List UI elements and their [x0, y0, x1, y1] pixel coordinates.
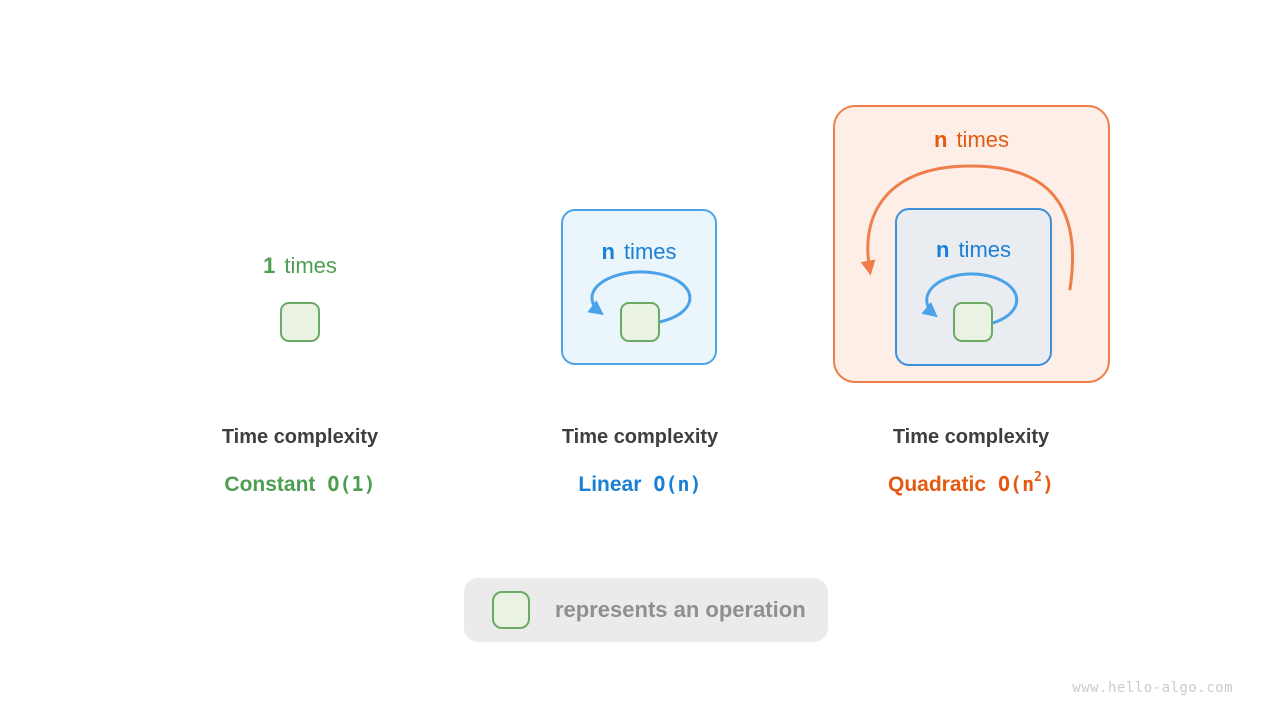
caption-quadratic-bigo: O(n2) [998, 470, 1055, 496]
legend-operation-box-icon [492, 591, 530, 629]
quadratic-outer-loop-count: n [933, 127, 948, 152]
operation-box-constant [280, 302, 320, 342]
caption-quadratic-bigo-exponent: 2 [1034, 470, 1042, 486]
caption-linear-title: Time complexity [561, 426, 719, 448]
constant-loop-word: times [284, 253, 337, 278]
caption-quadratic-bigo-close: ) [1041, 472, 1055, 496]
constant-loop-label: 1 times [150, 253, 450, 279]
caption-quadratic: Time complexity Quadratic O(n2) [811, 426, 1131, 497]
caption-quadratic-bigo-base: O(n [998, 472, 1035, 496]
caption-linear: Time complexity Linear O(n) [480, 426, 800, 497]
caption-linear-name: Linear [578, 473, 642, 496]
caption-constant-name: Constant [224, 473, 316, 496]
caption-quadratic-name: Quadratic [887, 473, 987, 496]
quadratic-inner-loop-count: n [935, 237, 950, 262]
linear-loop-word: times [623, 239, 677, 264]
linear-loop-count: n [601, 239, 615, 264]
quadratic-inner-loop-word: times [958, 237, 1011, 262]
caption-quadratic-title: Time complexity [892, 426, 1050, 448]
operation-box-linear [620, 302, 660, 342]
legend-label: represents an operation [555, 597, 806, 622]
watermark: www.hello-algo.com [1072, 680, 1233, 696]
quadratic-outer-loop-word: times [956, 127, 1009, 152]
caption-constant-title: Time complexity [221, 426, 379, 448]
operation-box-quadratic [953, 302, 993, 342]
legend: represents an operation [464, 578, 828, 642]
caption-linear-bigo: O(n) [653, 472, 702, 496]
caption-constant-bigo: O(1) [327, 472, 376, 496]
caption-constant: Time complexity Constant O(1) [140, 426, 460, 497]
constant-loop-count: 1 [263, 253, 276, 278]
